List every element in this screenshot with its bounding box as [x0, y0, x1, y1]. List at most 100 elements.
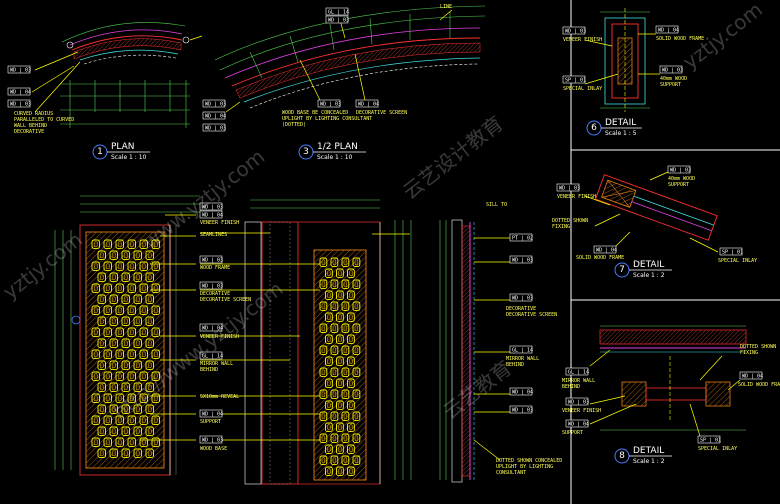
screen-lattice-cell [115, 371, 124, 382]
label-dotted-concealed: DOTTED SHOWN CONCEALED [496, 458, 562, 464]
screen-lattice-inlay [332, 325, 337, 332]
screen-lattice-inlay [332, 413, 337, 420]
side-section: SILL TO PT | 02 WD | 03 WD | 03 DECORATI… [439, 202, 562, 483]
tag-wd03-halfplan-b: WD | 03 [202, 99, 226, 108]
screen-lattice-cell [103, 261, 112, 272]
screen-lattice-inlay [153, 241, 158, 248]
screen-lattice-cell [103, 371, 112, 382]
screen-lattice-inlay [327, 270, 331, 277]
screen-lattice-cell [145, 448, 154, 459]
screen-lattice-inlay [321, 303, 326, 310]
screen-lattice-inlay [105, 373, 110, 380]
screen-lattice-cell [347, 466, 355, 477]
svg-text:WD | 04: WD | 04 [202, 213, 223, 219]
screen-lattice-inlay [129, 241, 134, 248]
tag-wd04-elev-a: WD | 04 [199, 210, 223, 219]
screen-lattice-cell [319, 455, 328, 466]
screen-lattice-inlay [129, 373, 134, 380]
screen-lattice-inlay [123, 362, 128, 369]
screen-lattice-cell [341, 433, 350, 444]
screen-lattice-cell [133, 272, 142, 283]
screen-lattice-cell [151, 305, 160, 316]
screen-lattice-cell [91, 261, 100, 272]
tag-wd03-d8a: WD | 03 [565, 397, 589, 406]
screen-lattice-inlay [332, 259, 337, 266]
screen-lattice-cell [330, 411, 339, 422]
screen-lattice-cell [319, 323, 328, 334]
svg-text:WD | 03: WD | 03 [202, 258, 223, 264]
tag-wd03-side-c: WD | 03 [509, 405, 533, 414]
label-behind-side: BEHIND [506, 362, 524, 368]
screen-lattice-cell [133, 426, 142, 437]
screen-lattice-cell [115, 327, 124, 338]
svg-text:WD | 03: WD | 03 [512, 258, 533, 264]
plan-title: 1 PLAN Scale 1 : 10 [92, 142, 150, 161]
screen-lattice-inlay [338, 380, 342, 387]
label-mirror-wall-side: MIRROR WALL [506, 356, 539, 362]
screen-lattice-inlay [343, 347, 348, 354]
screen-lattice-cell [336, 312, 344, 323]
screen-lattice-inlay [93, 263, 98, 270]
screen-lattice-cell [127, 437, 136, 448]
screen-lattice-inlay [129, 285, 134, 292]
screen-lattice-inlay [117, 351, 122, 358]
label-support-d8: SUPPORT [562, 430, 583, 436]
screen-lattice-inlay [123, 296, 128, 303]
screen-lattice-inlay [93, 351, 98, 358]
screen-lattice-cell [97, 360, 106, 371]
screen-lattice-cell [151, 393, 160, 404]
tag-sp01-d7: SP | 01 [719, 247, 743, 256]
svg-text:WD | 04: WD | 04 [202, 326, 223, 332]
screen-lattice-inlay [135, 384, 140, 391]
screen-lattice-inlay [117, 373, 122, 380]
decorative-screen-section [319, 257, 361, 477]
screen-lattice-inlay [111, 450, 116, 457]
screen-lattice-inlay [354, 325, 359, 332]
screen-lattice-cell [109, 250, 118, 261]
screen-lattice-cell [121, 404, 130, 415]
screen-lattice-cell [151, 283, 160, 294]
screen-lattice-inlay [141, 329, 146, 336]
tag-wd03-side-b: WD | 03 [509, 293, 533, 302]
screen-lattice-inlay [147, 340, 152, 347]
svg-text:WD | 03: WD | 03 [320, 102, 341, 108]
label-dotted-shown-d7: DOTTED SHOWN [552, 218, 588, 224]
screen-lattice-inlay [105, 329, 110, 336]
label-special-inlay-d7: SPECIAL INLAY [718, 258, 757, 264]
svg-text:GL | 14: GL | 14 [568, 370, 589, 376]
screen-lattice-cell [109, 360, 118, 371]
screen-lattice-inlay [111, 318, 116, 325]
svg-text:WD | 03: WD | 03 [670, 168, 691, 174]
tag-wd03-elev-b: WD | 03 [199, 255, 223, 264]
screen-lattice-cell [336, 268, 344, 279]
label-special-inlay-d6: SPECIAL INLAY [563, 86, 602, 92]
screen-lattice-cell [336, 400, 344, 411]
label-decorative-screen-hp: DECORATIVE SCREEN [356, 110, 407, 116]
screen-lattice-inlay [141, 439, 146, 446]
label-reveal: 5X10mm REVEAL [200, 394, 239, 400]
screen-lattice-inlay [99, 406, 104, 413]
screen-lattice-inlay [141, 263, 146, 270]
svg-text:WD | 03: WD | 03 [205, 102, 226, 108]
screen-lattice-inlay [147, 362, 152, 369]
screen-lattice-cell [336, 466, 344, 477]
screen-lattice-cell [109, 404, 118, 415]
half-plan-title: 3 1/2 PLAN Scale 1 : 10 [298, 142, 366, 161]
label-sill-to: SILL TO [486, 202, 507, 208]
detail-7: WD | 03 VENEER FINISH DOTTED SHOWN FIXIN… [552, 165, 757, 279]
svg-text:WD | 04: WD | 04 [202, 412, 223, 418]
screen-lattice-cell [330, 455, 339, 466]
screen-lattice-inlay [99, 362, 104, 369]
screen-lattice-inlay [129, 417, 134, 424]
detail6-number: 6 [591, 123, 597, 133]
screen-lattice-cell [325, 290, 333, 301]
screen-lattice-inlay [327, 424, 331, 431]
svg-text:SP | 01: SP | 01 [565, 78, 586, 84]
svg-text:SP | 01: SP | 01 [722, 250, 743, 256]
screen-lattice-cell [145, 360, 154, 371]
screen-lattice-cell [139, 371, 148, 382]
screen-lattice-cell [97, 294, 106, 305]
screen-lattice-inlay [135, 340, 140, 347]
label-support-a: SUPPORT [200, 419, 221, 425]
label-veneer-d8: VENEER FINISH [562, 408, 601, 414]
